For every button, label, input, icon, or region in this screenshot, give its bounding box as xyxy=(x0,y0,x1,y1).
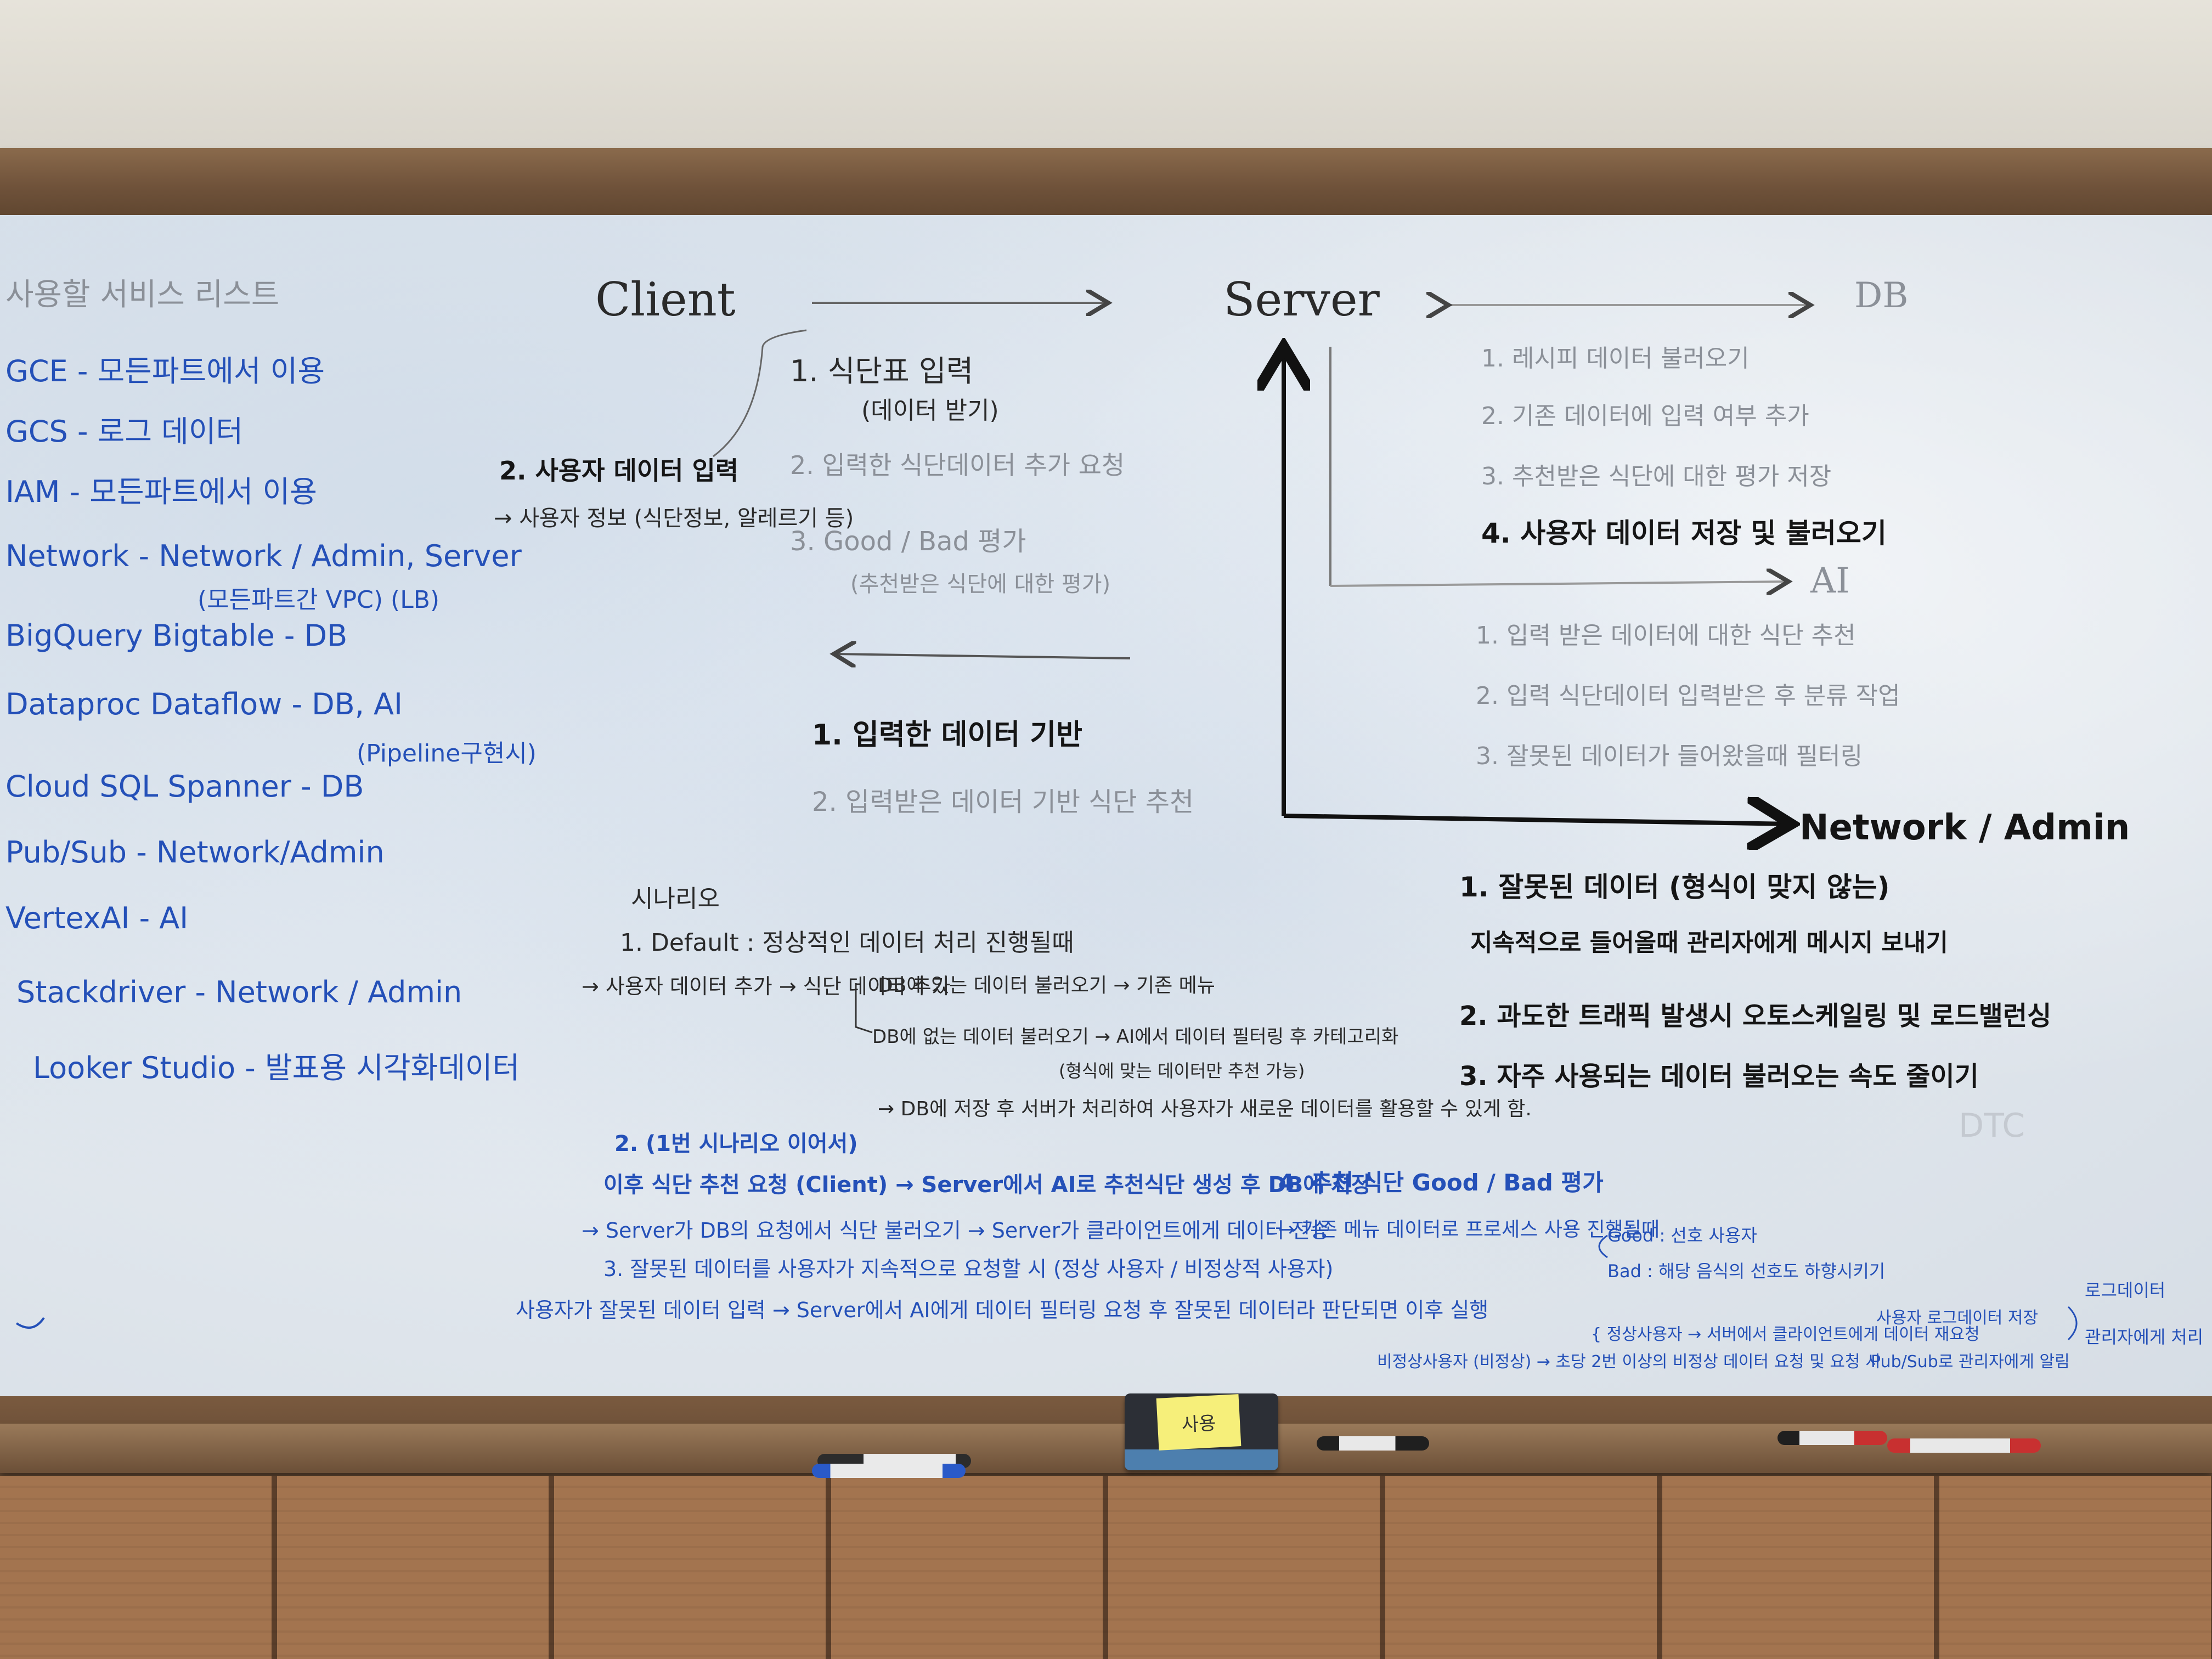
scenario-3-right: Pub/Sub로 관리자에게 알림 xyxy=(1871,1352,2070,1372)
server-ai-item: 2. 입력 식단데이터 입력받은 후 분류 작업 xyxy=(1476,682,1900,710)
scenario-flow: → DB에 저장 후 서버가 처리하여 사용자가 새로운 데이터를 활용할 수 … xyxy=(878,1098,1532,1120)
scenario-branch: DB에 있는 데이터 불러오기 → 기존 메뉴 xyxy=(878,974,1215,997)
scenario-2-line: 이후 식단 추천 요청 (Client) → Server에서 AI로 추천식단… xyxy=(603,1172,1372,1198)
wood-cabinet xyxy=(0,1476,2212,1659)
scenario-4-good: Good : 선호 사용자 xyxy=(1607,1225,1757,1246)
scenario-2-line: → Server가 DB의 요청에서 식단 불러오기 → Server가 클라이… xyxy=(582,1218,1330,1243)
network-admin-label: Network / Admin xyxy=(1799,808,2130,848)
server-db-item: 2. 기존 데이터에 입력 여부 추가 xyxy=(1481,402,1809,430)
scenario-3-far: 관리자에게 처리 xyxy=(2085,1327,2204,1347)
whiteboard: 사용할 서비스 리스트 GCE - 모든파트에서 이용 GCS - 로그 데이터… xyxy=(0,215,2212,1406)
scenario-2-title: 2. (1번 시나리오 이어서) xyxy=(614,1131,858,1156)
diagram-arrows xyxy=(15,215,2078,1341)
scenario-3-branch: 비정상사용자 (비정상) → 초당 2번 이상의 비정상 데이터 요청 및 요청… xyxy=(1377,1352,1881,1372)
whiteboard-top-frame xyxy=(0,148,2212,219)
service-list-item: Network - Network / Admin, Server xyxy=(5,539,522,573)
server-db-item: 3. 추천받은 식단에 대한 평가 저장 xyxy=(1481,462,1832,490)
scenario-flow: → 사용자 데이터 추가 → 식단 데이터 추가 xyxy=(582,974,951,998)
service-list-item: GCS - 로그 데이터 xyxy=(5,414,244,449)
client-label: Client xyxy=(595,273,736,326)
eraser-felt xyxy=(1125,1449,1278,1470)
service-list-item: Dataproc Dataflow - DB, AI xyxy=(5,687,403,721)
client-server-item-note: (데이터 받기) xyxy=(861,397,999,425)
server-client-item: 2. 입력받은 데이터 기반 식단 추천 xyxy=(812,787,1194,817)
server-db-item: 1. 레시피 데이터 불러오기 xyxy=(1481,345,1750,373)
scenario-title: 시나리오 xyxy=(631,885,720,913)
scenario-4-line: → 기존 메뉴 데이터로 프로세스 사용 진행될때 xyxy=(1278,1218,1660,1241)
server-ai-item: 3. 잘못된 데이터가 들어왔을때 필터링 xyxy=(1476,742,1863,770)
service-list-item: Cloud SQL Spanner - DB xyxy=(5,769,364,804)
service-list-item: Looker Studio - 발표용 시각화데이터 xyxy=(33,1051,520,1085)
red-marker[interactable] xyxy=(1887,1438,2041,1453)
scenario-3-right: 사용자 로그데이터 저장 xyxy=(1876,1308,2039,1328)
client-server-item: 2. 입력한 식단데이터 추가 요청 xyxy=(790,450,1125,480)
scenario-3-line: 사용자가 잘못된 데이터 입력 → Server에서 AI에게 데이터 필터링 … xyxy=(516,1298,1489,1322)
service-list-item: Stackdriver - Network / Admin xyxy=(16,975,462,1009)
scenario-branch: DB에 없는 데이터 불러오기 → AI에서 데이터 필터링 후 카테고리화 xyxy=(872,1026,1399,1048)
scenario-default: 1. Default : 정상적인 데이터 처리 진행될때 xyxy=(620,929,1074,957)
service-list-item: IAM - 모든파트에서 이용 xyxy=(5,475,317,509)
service-list-item: Pub/Sub - Network/Admin xyxy=(5,835,385,870)
server-client-item: 1. 입력한 데이터 기반 xyxy=(812,719,1082,752)
server-ai-item: 1. 입력 받은 데이터에 대한 식단 추천 xyxy=(1476,622,1856,650)
client-server-item-note: (추천받은 식단에 대한 평가) xyxy=(850,572,1111,597)
service-list-item: VertexAI - AI xyxy=(5,901,189,935)
server-label: Server xyxy=(1223,273,1380,326)
service-list-item-note: (Pipeline구현시) xyxy=(357,740,537,768)
black-marker[interactable] xyxy=(1317,1436,1429,1451)
service-list-title: 사용할 서비스 리스트 xyxy=(5,277,280,313)
db-label: DB xyxy=(1854,275,1909,316)
network-admin-item: 1. 잘못된 데이터 (형식이 맞지 않는) xyxy=(1459,871,1890,903)
client-note: → 사용자 정보 (식단정보, 알레르기 등) xyxy=(494,506,854,531)
scenario-4-title: 4. 추천 식단 Good / Bad 평가 xyxy=(1278,1169,1604,1196)
scenario-3-far: 로그데이터 xyxy=(2085,1280,2166,1301)
faint-dtc-mark: DTC xyxy=(1959,1107,2025,1145)
client-server-item: 3. Good / Bad 평가 xyxy=(790,526,1026,557)
scenario-3-title: 3. 잘못된 데이터를 사용자가 지속적으로 요청할 시 (정상 사용자 / 비… xyxy=(603,1257,1334,1281)
scenario-branch-note: (형식에 맞는 데이터만 추천 가능) xyxy=(1059,1060,1305,1081)
black-marker[interactable] xyxy=(1778,1431,1887,1445)
client-server-item: 1. 식단표 입력 xyxy=(790,354,974,388)
service-list-item-note: (모든파트간 VPC) (LB) xyxy=(198,586,440,614)
network-admin-item: 지속적으로 들어올때 관리자에게 메시지 보내기 xyxy=(1470,929,1948,957)
client-note: 2. 사용자 데이터 입력 xyxy=(499,456,739,486)
service-list-item: GCE - 모든파트에서 이용 xyxy=(5,354,325,388)
network-admin-item: 2. 과도한 트래픽 발생시 오토스케일링 및 로드밸런싱 xyxy=(1459,1001,2052,1031)
scenario-3-branch: { 정상사용자 → 서버에서 클라이언트에게 데이터 재요청 xyxy=(1591,1325,1980,1344)
wall xyxy=(0,0,2212,159)
sticky-note: 사용 xyxy=(1156,1394,1242,1451)
service-list-item: BigQuery Bigtable - DB xyxy=(5,618,348,653)
scenario-4-bad: Bad : 해당 음식의 선호도 하향시키기 xyxy=(1607,1261,1886,1282)
server-db-item: 4. 사용자 데이터 저장 및 불러오기 xyxy=(1481,517,1887,549)
ai-label: AI xyxy=(1810,561,1850,601)
network-admin-item: 3. 자주 사용되는 데이터 불러오는 속도 줄이기 xyxy=(1459,1061,1979,1092)
blue-marker[interactable] xyxy=(812,1464,966,1478)
